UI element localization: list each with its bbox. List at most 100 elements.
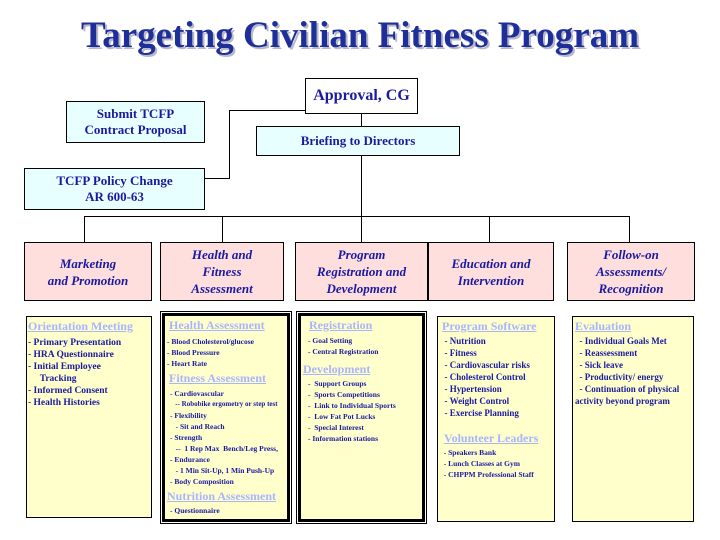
connector [229, 110, 305, 111]
list-item: - Heart Rate [167, 359, 207, 368]
item-list: - Cardiovascular -- Robobike ergometry o… [170, 388, 285, 487]
section-evaluation: Evaluation [575, 319, 632, 333]
list-item: - CHPPM Professional Staff [440, 470, 534, 479]
column-head-line: Education and [451, 255, 531, 271]
column-head-education: Education and Intervention [428, 242, 554, 301]
connector [229, 110, 230, 178]
list-item: - Support Groups [308, 379, 367, 388]
column-head-line: Fitness [202, 264, 242, 279]
connector [84, 216, 85, 242]
list-item: - Sports Competitions [308, 390, 380, 399]
list-item: - Sick leave [575, 360, 624, 370]
column-head-registration: Program Registration and Development [295, 242, 428, 301]
section-program-software: Program Software [442, 319, 537, 333]
list-item: - Reassessment [575, 348, 638, 358]
list-item: - Exercise Planning [440, 408, 519, 418]
list-item: - Speakers Bank [440, 448, 497, 457]
column-head-line: and Promotion [47, 272, 129, 288]
list-item: - Central Registration [308, 347, 379, 356]
section-nutrition-assessment: Nutrition Assessment [167, 489, 277, 503]
panel-assessment: Health Assessment - Blood Cholesterol/gl… [160, 311, 292, 524]
list-item: - 1 Min Sit-Up, 1 Min Push-Up [170, 466, 275, 475]
list-item: - Health Histories [28, 398, 100, 408]
panel-registration: Registration - Goal Setting - Central Re… [296, 311, 427, 524]
column-head-line: Follow-on [603, 247, 659, 262]
list-item: -- Robobike ergometry or step test [170, 400, 278, 408]
list-item: - Productivity/ energy [575, 372, 664, 382]
list-item: - Weight Control [440, 396, 510, 406]
list-item: - Blood Cholesterol/glucose [167, 337, 254, 346]
column-head-line: Registration and [316, 264, 407, 279]
list-item: - Initial Employee [28, 362, 101, 372]
list-item: - Nutrition [440, 336, 486, 346]
list-item: Tracking [28, 374, 77, 384]
list-item: - Individual Goals Met [575, 336, 667, 346]
list-item: - Link to Individual Sports [308, 401, 396, 410]
item-list: - Support Groups - Sports Competitions -… [308, 378, 420, 444]
list-item: - Primary Presentation [28, 338, 122, 348]
connector [489, 216, 490, 242]
list-item: - Body Composition [170, 477, 234, 486]
policy-change-box: TCFP Policy Change AR 600-63 [24, 168, 205, 210]
item-list: - Individual Goals Met - Reassessment - … [575, 335, 691, 407]
connector [361, 216, 362, 242]
submit-proposal-line2: Contract Proposal [84, 122, 187, 137]
list-item: - Endurance [170, 455, 210, 464]
list-item: - Hypertension [440, 384, 502, 394]
section-orientation-meeting: Orientation Meeting [28, 319, 133, 333]
panel-follow-on: Evaluation - Individual Goals Met - Reas… [572, 316, 694, 522]
list-item: - Lunch Classes at Gym [440, 459, 521, 468]
policy-change-line1: TCFP Policy Change [56, 173, 173, 188]
item-list: - Blood Cholesterol/glucose - Blood Pres… [167, 336, 285, 369]
list-item: - Continuation of physical [575, 384, 680, 394]
panel-education: Program Software - Nutrition - Fitness -… [437, 316, 555, 522]
column-head-follow-on: Follow-on Assessments/ Recognition [567, 242, 695, 301]
list-item: - Fitness [440, 348, 477, 358]
approval-box: Approval, CG [305, 78, 418, 114]
column-head-line: Assessments/ [595, 264, 667, 279]
page-title: Targeting Civilian Fitness Program [80, 15, 640, 56]
connector [361, 156, 362, 216]
list-item: - Questionnaire [170, 506, 220, 515]
item-list: - Primary Presentation - HRA Questionnai… [28, 337, 150, 409]
section-registration: Registration [309, 318, 373, 332]
panel-marketing: Orientation Meeting - Primary Presentati… [26, 316, 152, 518]
list-item: - Goal Setting [308, 336, 353, 345]
list-item: -- 1 Rep Max Bench/Leg Press, [170, 444, 278, 453]
section-volunteer-leaders: Volunteer Leaders [444, 431, 539, 445]
list-item: - Blood Pressure [167, 348, 220, 357]
column-head-line: Assessment [191, 281, 253, 296]
approval-label: Approval, CG [313, 87, 410, 104]
policy-change-line2: AR 600-63 [85, 189, 144, 204]
item-list: - Nutrition - Fitness - Cardiovascular r… [440, 335, 552, 419]
item-list: - Goal Setting - Central Registration [308, 335, 420, 357]
column-head-marketing: Marketing and Promotion [24, 242, 152, 301]
list-item: - Flexibility [170, 411, 207, 420]
list-item: - Information stations [308, 434, 379, 443]
list-item: - Cardiovascular risks [440, 360, 530, 370]
item-list: - Speakers Bank - Lunch Classes at Gym -… [440, 447, 552, 480]
column-head-line: Intervention [457, 272, 525, 288]
connector [205, 178, 230, 179]
list-item: - Special Interest [308, 423, 364, 432]
list-item: activity beyond program [575, 396, 670, 406]
connector [629, 216, 630, 242]
list-item: - Cardiovascular [170, 389, 224, 398]
submit-proposal-line1: Submit TCFP [96, 106, 175, 121]
briefing-box: Briefing to Directors [256, 126, 460, 156]
section-fitness-assessment: Fitness Assessment [169, 371, 267, 385]
column-head-line: Health and [191, 247, 253, 262]
list-item: - Low Fat Pot Lucks [308, 412, 376, 421]
column-head-line: Recognition [598, 281, 664, 296]
section-development: Development [303, 362, 371, 376]
list-item: - HRA Questionnaire [28, 350, 114, 360]
submit-proposal-box: Submit TCFP Contract Proposal [66, 101, 205, 143]
list-item: - Sit and Reach [170, 422, 225, 431]
section-health-assessment: Health Assessment [169, 318, 265, 332]
item-list: - Questionnaire [170, 505, 285, 516]
column-head-line: Marketing [59, 255, 117, 271]
connector [361, 114, 362, 126]
list-item: - Informed Consent [28, 386, 108, 396]
column-head-assessment: Health and Fitness Assessment [160, 242, 284, 301]
column-head-line: Development [326, 281, 397, 296]
